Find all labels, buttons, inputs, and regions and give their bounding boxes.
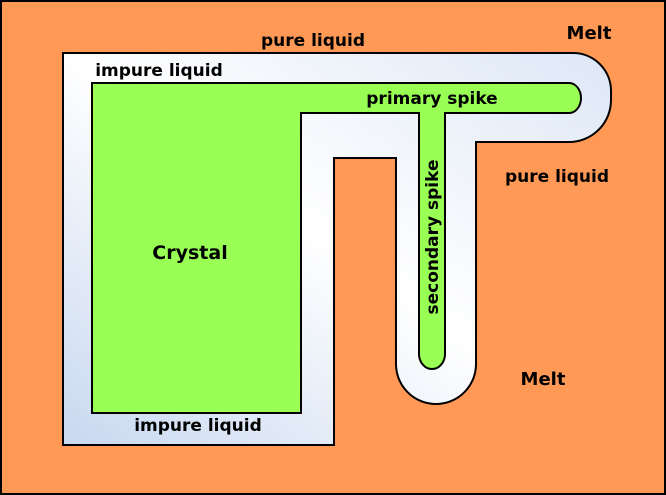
melt-label-top: Melt: [567, 23, 612, 44]
pure-liquid-label-right: pure liquid: [505, 167, 609, 187]
secondary-spike-label: secondary spike: [423, 159, 443, 314]
impure-liquid-label-top: impure liquid: [95, 61, 223, 81]
crystal-label: Crystal: [152, 242, 227, 264]
pure-liquid-label-top: pure liquid: [261, 31, 365, 51]
crystal-region: [91, 82, 582, 414]
impure-liquid-label-bottom: impure liquid: [134, 416, 262, 436]
primary-spike-label: primary spike: [366, 89, 497, 109]
melt-label-bottom: Melt: [521, 369, 566, 390]
